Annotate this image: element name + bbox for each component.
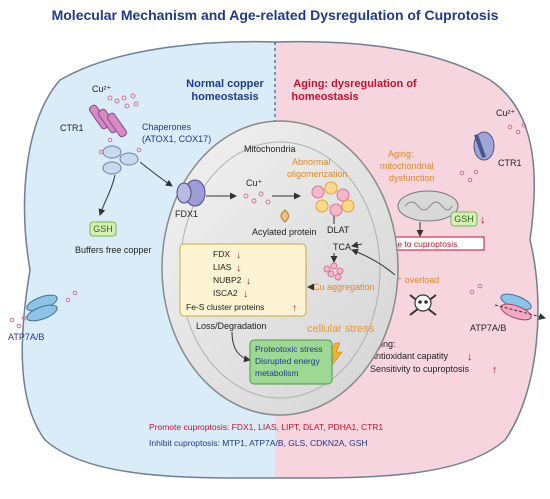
gsh-box-right [450, 211, 478, 227]
fes-item-0-arrow: ↓ [236, 250, 241, 261]
copper-ions-mito [243, 191, 271, 205]
atp7-label-left: ATP7A/B [8, 332, 44, 342]
aging-mito-line2: mitochondrial [380, 161, 434, 171]
atp7-label-right: ATP7A/B [470, 323, 506, 333]
left-heading-line1: Normal copper [186, 78, 264, 90]
gsh-box-left [89, 221, 117, 237]
cu-aggregation-cluster [323, 262, 344, 281]
chaperones-line1: Chaperones [142, 122, 192, 132]
skull-icon [409, 294, 437, 316]
cu1-label: Cu⁺ [246, 178, 263, 188]
arrow-chaperone-to-gsh [98, 174, 116, 216]
ctr1-transporter-right [473, 131, 495, 161]
atp7-right-dashed-arrow [494, 304, 546, 320]
mitochondria-label: Mitochondria [244, 144, 296, 154]
ctr1-label-left: CTR1 [60, 123, 84, 133]
copper-ions-right-top [459, 122, 527, 183]
aging-label-bottom: Aging: [370, 339, 396, 349]
buffers-label: Buffers free copper [75, 245, 151, 255]
arrow-sensitive-to-tca [351, 241, 363, 249]
antioxidant-label: Antioxidant capatity [370, 351, 449, 361]
abnormal-line2: oligomerization [287, 169, 348, 179]
atp7-transporter-left [26, 294, 58, 322]
atp7-transporter-right [500, 293, 532, 321]
sensitivity-label: Sensitivity to cuproptosis [370, 364, 470, 374]
fes-item-4-arrow: ↑ [292, 303, 297, 314]
fes-item-3-label: ISCA2 [213, 288, 238, 298]
inhibit-label: Inhibit cuproptosis: MTP1, ATP7A/B, GLS,… [149, 438, 368, 448]
left-heading-line2: homeostasis [191, 91, 258, 103]
fdx1-protein [176, 179, 206, 207]
stress-line2: Disrupted energy [255, 356, 320, 366]
oligomer-cluster [311, 181, 355, 217]
sensitive-label: sensitive to cuproptosis [369, 239, 457, 249]
fes-item-2-label: NUBP2 [213, 275, 242, 285]
aged-mitochondrion [397, 190, 459, 222]
tca-label: TCA [333, 242, 351, 252]
fes-item-1-arrow: ↓ [236, 263, 241, 274]
abnormal-line1: Abnormal [292, 157, 331, 167]
cellular-stress-label: cellular stress [307, 323, 375, 335]
fes-item-0-label: FDX [213, 249, 230, 259]
cu-aggregation-label: Cu aggregation [313, 282, 375, 292]
copper-ions-left-atp [9, 290, 78, 329]
diagram-title: Molecular Mechanism and Age-related Dysr… [52, 7, 499, 23]
gsh-label-right: GSH [454, 214, 474, 224]
copper-ions-right-atp [469, 283, 483, 295]
ctr1-label-right: CTR1 [498, 158, 522, 168]
sensitivity-arrow: ↑ [492, 364, 498, 376]
stress-line1: Proteotoxic stress [255, 344, 323, 354]
acylated-label: Acylated protein [252, 227, 317, 237]
chaperone-proteins [102, 145, 139, 175]
gsh-down-arrow: ↓ [480, 214, 486, 226]
loss-label: Loss/Degradation [196, 321, 267, 331]
fdx1-label: FDX1 [175, 209, 198, 219]
cu-overload-label: Cu²⁺ overload [383, 275, 439, 285]
promote-label: Promote cuproptosis: FDX1, LIAS, LIPT, D… [149, 422, 383, 432]
fes-item-1-label: LIAS [213, 262, 232, 272]
right-heading-line2: homeostasis [291, 91, 358, 103]
stress-line3: metabolism [255, 368, 298, 378]
fes-box [179, 243, 307, 317]
cu2-label-left: Cu²⁺ [92, 84, 112, 94]
dlat-label: DLAT [327, 225, 350, 235]
chaperones-line2: (ATOX1, COX17) [142, 134, 211, 144]
copper-ions-chaperone [98, 137, 142, 155]
fes-item-3-arrow: ↓ [243, 289, 248, 300]
acylated-protein-shape [280, 209, 289, 223]
fes-item-2-arrow: ↓ [246, 276, 251, 287]
aging-mito-line3: dysfunction [389, 173, 435, 183]
antioxidant-arrow: ↓ [467, 351, 473, 363]
right-heading-line1: Aging: dysregulation of [293, 78, 417, 90]
cu2-label-right: Cu²⁺ [496, 108, 516, 118]
fes-item-4-label: Fe-S cluster proteins [186, 302, 264, 312]
stress-box [249, 339, 333, 385]
ctr1-transporter-left [88, 104, 128, 138]
aging-mito-line1: Aging: [388, 149, 414, 159]
copper-ions-left-top [107, 93, 139, 109]
arrow-overload-to-tca [351, 248, 396, 276]
gsh-label-left: GSH [93, 224, 113, 234]
arrow-chaperone-to-fdx1 [139, 161, 173, 187]
arrow-loss-to-stress [231, 331, 251, 363]
